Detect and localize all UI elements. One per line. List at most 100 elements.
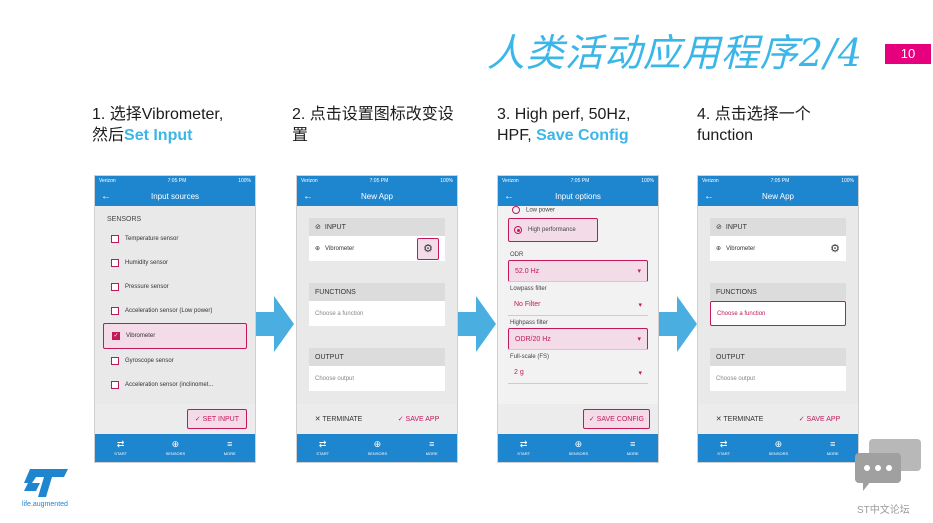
flow-arrow-icon xyxy=(256,296,294,352)
back-arrow-icon[interactable]: ← xyxy=(101,190,111,202)
save-config-button[interactable]: ✓ SAVE CONFIG xyxy=(582,409,650,429)
dropdown-caret-icon: ▾ xyxy=(637,268,641,275)
choose-function-field[interactable]: Choose a function xyxy=(710,301,846,326)
sensor-item[interactable]: Pressure sensor xyxy=(95,275,255,299)
step-4-caption: 4. 点击选择一个 function xyxy=(697,106,811,144)
forum-label: ST中文论坛 xyxy=(857,505,910,516)
sensor-item[interactable]: Acceleration sensor (inclinomet... xyxy=(95,373,255,397)
nav-sensors[interactable]: ⊕SENSORS xyxy=(568,439,589,457)
choose-function-field[interactable]: Choose a function xyxy=(309,301,445,326)
terminate-button[interactable]: ✕ TERMINATE xyxy=(715,416,764,423)
dropdown-caret-icon: ▾ xyxy=(637,336,641,343)
screen-title: New App xyxy=(360,191,394,201)
save-app-button[interactable]: ✓ SAVE APP xyxy=(798,416,841,423)
screen-title: Input options xyxy=(555,191,601,201)
checkbox[interactable] xyxy=(111,307,119,315)
nav-sensors[interactable]: ⊕SENSORS xyxy=(768,439,789,457)
highpass-label: Highpass filter xyxy=(510,320,549,326)
gear-icon[interactable]: ⚙ xyxy=(417,237,439,260)
lowpass-select[interactable]: No Filter▾ xyxy=(508,294,648,316)
nav-start[interactable]: ⇄START xyxy=(316,439,330,457)
nav-start[interactable]: ⇄START xyxy=(717,439,731,457)
nav-start[interactable]: ⇄START xyxy=(517,439,531,457)
checkbox-checked[interactable]: ✓ xyxy=(112,332,120,340)
swap-icon: ⇄ xyxy=(519,439,528,449)
chat-bubble-icon xyxy=(855,439,921,491)
gear-icon[interactable]: ⚙ xyxy=(830,243,840,255)
logo-tagline: life.augmented xyxy=(22,501,68,508)
functions-header: FUNCTIONS xyxy=(710,283,846,301)
nav-more[interactable]: ≡MORE xyxy=(826,439,839,457)
step-1-caption: 1. 选择Vibrometer, 然后Set Input xyxy=(92,106,224,144)
choose-output-field[interactable]: Choose output xyxy=(710,366,846,391)
step-3-caption: 3. High perf, 50Hz, HPF, Save Config xyxy=(497,106,631,144)
nav-start[interactable]: ⇄START xyxy=(114,439,128,457)
dropdown-caret-icon: ▾ xyxy=(638,301,642,309)
menu-icon: ≡ xyxy=(429,439,435,449)
back-arrow-icon[interactable]: ← xyxy=(704,190,714,202)
screen-title: New App xyxy=(761,191,795,201)
app-bar: ← New App xyxy=(698,186,858,206)
bottom-nav: ⇄START ⊕SENSORS ≡MORE xyxy=(698,434,858,462)
sensor-item[interactable]: Temperature sensor xyxy=(95,227,255,251)
st-logo-icon xyxy=(24,469,68,497)
output-header: OUTPUT xyxy=(309,348,445,366)
step-2-caption: 2. 点击设置图标改变设 置 xyxy=(292,106,454,144)
globe-icon: ⊕ xyxy=(171,439,180,449)
bottom-nav: ⇄START ⊕SENSORS ≡MORE xyxy=(498,434,658,462)
low-power-option[interactable]: Low power xyxy=(498,206,658,216)
back-arrow-icon[interactable]: ← xyxy=(303,190,313,202)
swap-icon: ⇄ xyxy=(116,439,125,449)
sensor-item[interactable]: Humidity sensor xyxy=(95,251,255,275)
swap-icon: ⇄ xyxy=(318,439,327,449)
check-circle-icon: ⊘ xyxy=(315,224,321,231)
sensor-item-vibrometer[interactable]: ✓Vibrometer xyxy=(103,323,247,349)
terminate-button[interactable]: ✕ TERMINATE xyxy=(314,416,363,423)
flow-arrow-icon xyxy=(458,296,496,352)
radio-button[interactable] xyxy=(512,206,520,214)
output-header: OUTPUT xyxy=(710,348,846,366)
nav-sensors[interactable]: ⊕SENSORS xyxy=(165,439,186,457)
globe-icon: ⊕ xyxy=(373,439,382,449)
app-bar: ← New App xyxy=(297,186,457,206)
globe-icon: ⊕ xyxy=(574,439,583,449)
set-input-button[interactable]: ✓ SET INPUT xyxy=(186,409,247,429)
sensor-item[interactable]: Gyroscope sensor xyxy=(95,349,255,373)
dropdown-caret-icon: ▾ xyxy=(638,369,642,377)
save-app-button[interactable]: ✓ SAVE APP xyxy=(397,416,440,423)
functions-header: FUNCTIONS xyxy=(309,283,445,301)
flow-arrow-icon xyxy=(659,296,697,352)
menu-icon: ≡ xyxy=(830,439,836,449)
choose-output-field[interactable]: Choose output xyxy=(309,366,445,391)
input-row[interactable]: ⊕Vibrometer ⚙ xyxy=(309,236,445,261)
nav-more[interactable]: ≡MORE xyxy=(425,439,438,457)
input-row[interactable]: ⊕Vibrometer ⚙ xyxy=(710,236,846,261)
menu-icon: ≡ xyxy=(227,439,233,449)
checkbox[interactable] xyxy=(111,381,119,389)
page-number: 10 xyxy=(885,44,931,64)
screen-title: Input sources xyxy=(150,191,200,201)
nav-more[interactable]: ≡MORE xyxy=(626,439,639,457)
nav-more[interactable]: ≡MORE xyxy=(223,439,236,457)
checkbox[interactable] xyxy=(111,235,119,243)
fullscale-select[interactable]: 2 g▾ xyxy=(508,362,648,384)
sensor-item[interactable]: Acceleration sensor (Low power) xyxy=(95,299,255,323)
checkbox[interactable] xyxy=(111,259,119,267)
checkbox[interactable] xyxy=(111,283,119,291)
high-performance-option[interactable]: High performance xyxy=(508,218,598,242)
bottom-nav: ⇄START ⊕SENSORS ≡MORE xyxy=(297,434,457,462)
globe-icon: ⊕ xyxy=(716,246,722,252)
odr-select[interactable]: 52.0 Hz▾ xyxy=(508,260,648,282)
nav-sensors[interactable]: ⊕SENSORS xyxy=(367,439,388,457)
checkbox[interactable] xyxy=(111,357,119,365)
sensors-section-label: SENSORS xyxy=(107,216,142,223)
highpass-select[interactable]: ODR/20 Hz▾ xyxy=(508,328,648,350)
back-arrow-icon[interactable]: ← xyxy=(504,190,514,202)
radio-button-selected[interactable] xyxy=(514,226,522,234)
